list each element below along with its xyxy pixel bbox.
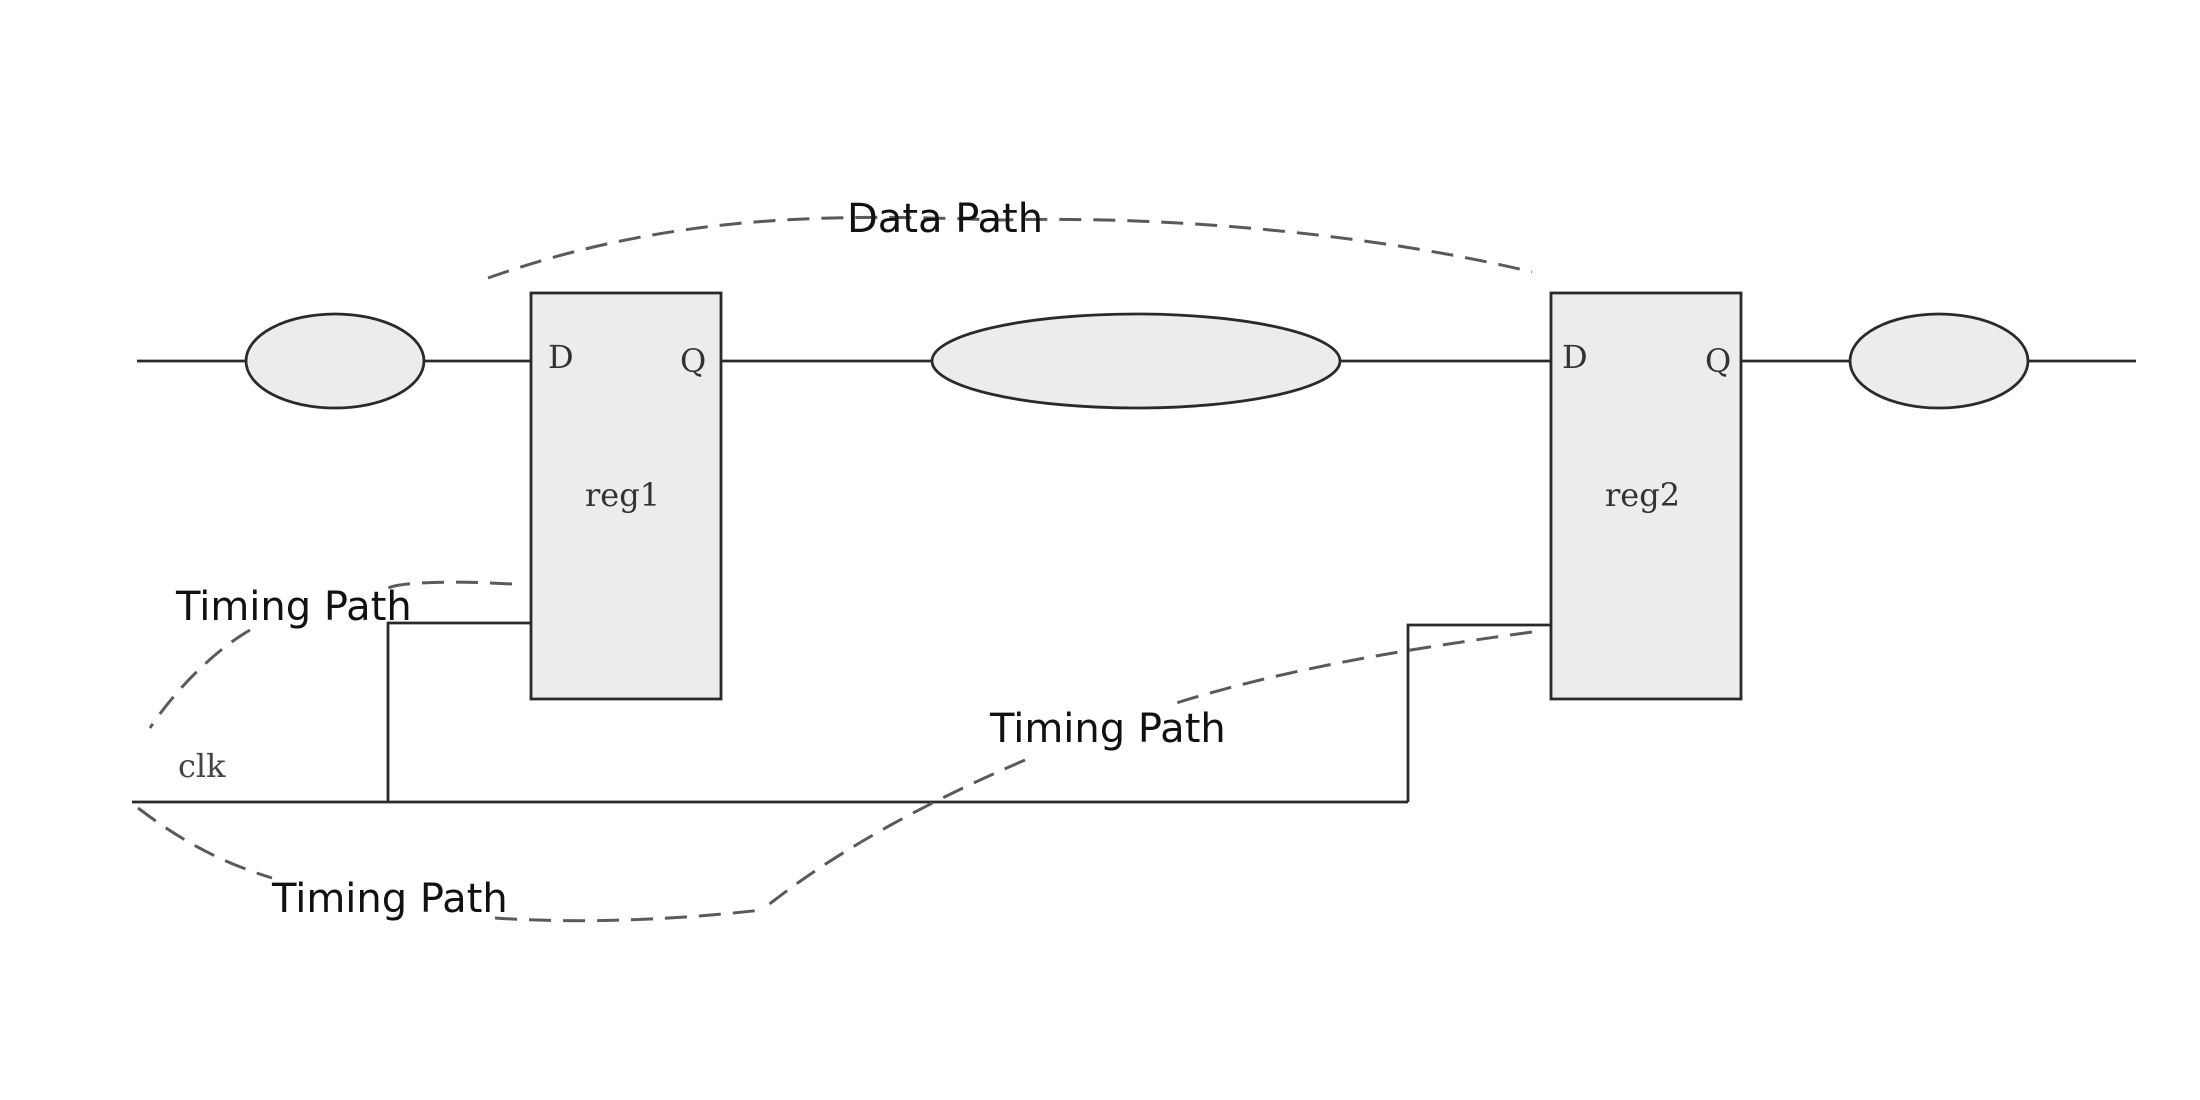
data-path-label: Data Path	[847, 196, 1043, 242]
timing-path-reg1-arc	[148, 580, 513, 729]
reg1-name-label: reg1	[585, 476, 660, 514]
clk-branch-reg1	[386, 621, 531, 802]
reg2-body	[1549, 291, 1743, 701]
timing-path-reg2-arc	[761, 630, 1533, 912]
timing-path-reg2-label: Timing Path	[989, 706, 1226, 752]
reg1-d-pin-label: D	[548, 338, 574, 376]
timing-path-clk-label: Timing Path	[271, 876, 508, 922]
reg1-block: D Q reg1	[529, 291, 723, 701]
reg1-q-pin-label: Q	[680, 342, 706, 380]
input-logic-cloud	[244, 312, 426, 410]
reg2-name-label: reg2	[1605, 476, 1680, 514]
reg1-body	[529, 291, 723, 701]
reg2-q-pin-label: Q	[1705, 342, 1731, 380]
output-logic-cloud	[1848, 312, 2030, 410]
combinational-logic-cloud	[930, 312, 1342, 410]
data-path-arc	[487, 215, 1533, 280]
reg2-d-pin-label: D	[1562, 338, 1588, 376]
clk-net-label: clk	[178, 747, 226, 785]
timing-path-reg1-label: Timing Path	[175, 584, 412, 630]
clk-branch-reg2	[1406, 623, 1551, 802]
clock-network	[132, 621, 1551, 804]
reg2-block: D Q reg2	[1549, 291, 1743, 701]
timing-path-clk-arc	[137, 806, 763, 923]
